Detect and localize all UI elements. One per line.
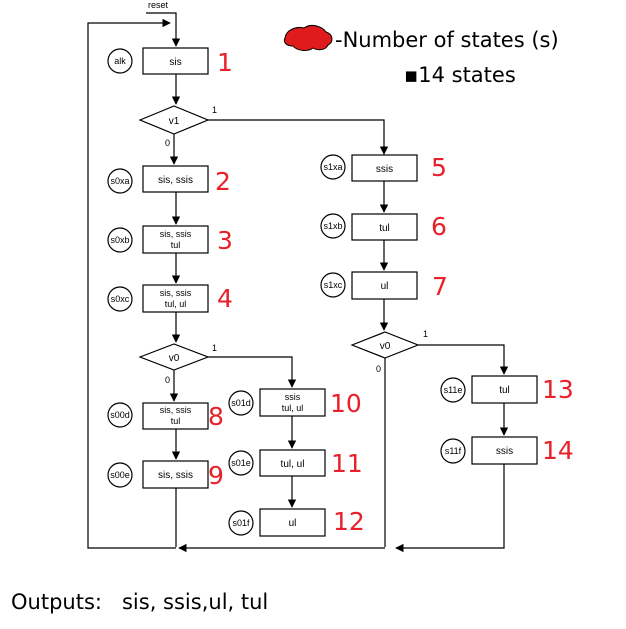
- arrow-v1-s1xa: [208, 119, 389, 155]
- state-output-s1xa: ssis: [376, 164, 393, 175]
- state-box-s11e: [471, 375, 538, 404]
- state-number-10: 10: [330, 389, 362, 418]
- state-box-s00d: [142, 402, 209, 430]
- legend-bullet: ▪14 states: [404, 63, 516, 87]
- state-badge-label-s1xa: s1xa: [323, 162, 342, 172]
- state-output-s11f: ssis: [496, 446, 513, 457]
- state-box-s01e: [259, 449, 326, 477]
- state-badge-s0xc: [107, 286, 133, 312]
- state-output-s00d-line2: tul: [171, 416, 181, 426]
- red-blob-icon: [283, 24, 333, 51]
- state-output-s01d-line1: ssis: [285, 392, 301, 402]
- decision-v1-true-label: 1: [212, 105, 217, 115]
- state-output-s00d-line1: sis, ssis: [160, 405, 192, 415]
- state-output-s0xb-line2: tul: [171, 240, 181, 250]
- state-box-alk: [142, 47, 209, 75]
- state-box-s01f: [259, 508, 326, 537]
- state-output-s01e: tul, ul: [281, 459, 305, 470]
- state-badge-s00d: [107, 402, 133, 428]
- state-box-s1xa: [351, 154, 418, 182]
- state-badge-s01d: [228, 390, 254, 416]
- state-number-14: 14: [542, 436, 574, 465]
- decision-label-v1: v1: [169, 116, 180, 127]
- state-box-s0xb: [142, 225, 209, 254]
- state-badge-label-s01f: s01f: [232, 518, 250, 528]
- state-box-s1xb: [351, 213, 418, 241]
- return-path-right: [395, 464, 505, 553]
- arrow-v0-s01d: [208, 356, 297, 388]
- state-badge-s1xa: [320, 154, 346, 180]
- state-badge-label-s11f: s11f: [445, 446, 462, 456]
- state-badge-label-s01e: s01e: [231, 458, 251, 468]
- state-output-s00e: sis, ssis: [158, 470, 193, 481]
- state-number-12: 12: [333, 507, 365, 536]
- state-box-s0xc: [142, 284, 209, 313]
- state-badge-s11e: [440, 377, 466, 403]
- state-output-s1xb: tul: [379, 223, 390, 234]
- state-badge-s01e: [228, 450, 254, 476]
- state-badge-s01f: [228, 510, 254, 536]
- decision-label-v0-right: v0: [380, 341, 391, 352]
- state-number-7: 7: [432, 272, 448, 301]
- outputs-footer: Outputs: sis, ssis,ul, tul: [11, 590, 269, 614]
- state-number-5: 5: [431, 153, 447, 182]
- state-box-s1xc: [351, 271, 418, 300]
- state-number-4: 4: [217, 284, 233, 313]
- state-badge-label-s0xc: s0xc: [111, 294, 130, 304]
- state-badge-label-s0xb: s0xb: [110, 235, 129, 245]
- legend-text: -Number of states (s): [335, 28, 559, 52]
- decision-v0-right-true-label: 1: [423, 329, 428, 339]
- state-badge-label-s11e: s11e: [444, 385, 463, 395]
- state-badge-s0xb: [107, 227, 133, 253]
- reset-label: reset: [148, 0, 169, 10]
- state-box-s01d: [259, 388, 326, 417]
- decision-v1-false-label: 0: [165, 138, 170, 148]
- state-output-s0xa: sis, ssis: [158, 175, 193, 186]
- decision-v0-right-false-label: 0: [376, 364, 381, 374]
- state-output-alk: sis: [169, 57, 181, 68]
- state-badge-alk: [107, 48, 133, 74]
- state-number-1: 1: [217, 48, 233, 77]
- state-box-s11f: [471, 436, 538, 465]
- state-badge-label-s1xc: s1xc: [324, 280, 343, 290]
- decision-v0-left-false-label: 0: [165, 375, 170, 385]
- state-badge-label-alk: alk: [114, 56, 126, 66]
- decision-v0-left-true-label: 1: [212, 343, 217, 353]
- state-number-3: 3: [217, 226, 233, 255]
- state-badge-label-s00e: s00e: [110, 470, 130, 480]
- state-output-s01f: ul: [289, 518, 297, 529]
- state-badge-s0xa: [107, 168, 133, 194]
- state-badge-s11f: [440, 438, 466, 464]
- state-badge-label-s01d: s01d: [231, 398, 251, 408]
- state-number-11: 11: [331, 449, 363, 478]
- state-number-6: 6: [431, 212, 447, 241]
- state-badge-s1xb: [320, 213, 346, 239]
- state-number-8: 8: [208, 402, 224, 431]
- state-output-s01d-line2: tul, ul: [282, 403, 304, 413]
- state-badge-label-s00d: s00d: [110, 410, 130, 420]
- state-badge-s1xc: [320, 272, 346, 298]
- reset-arrow: [146, 12, 181, 47]
- state-output-s0xb-line1: sis, ssis: [160, 229, 192, 239]
- state-number-2: 2: [215, 167, 231, 196]
- state-number-9: 9: [208, 461, 224, 490]
- state-output-s1xc: ul: [381, 281, 389, 292]
- state-output-s0xc-line2: tul, ul: [165, 299, 187, 309]
- state-output-s0xc-line1: sis, ssis: [160, 288, 192, 298]
- decision-label-v0-left: v0: [169, 353, 180, 364]
- return-path-left: [87, 18, 176, 549]
- state-number-13: 13: [542, 375, 574, 404]
- state-badge-s00e: [107, 462, 133, 488]
- arrow-v0-s11e: [418, 344, 509, 375]
- state-badge-label-s0xa: s0xa: [110, 176, 129, 186]
- state-badge-label-s1xb: s1xb: [323, 221, 342, 231]
- state-output-s11e: tul: [499, 385, 510, 396]
- state-box-s0xa: [142, 165, 209, 193]
